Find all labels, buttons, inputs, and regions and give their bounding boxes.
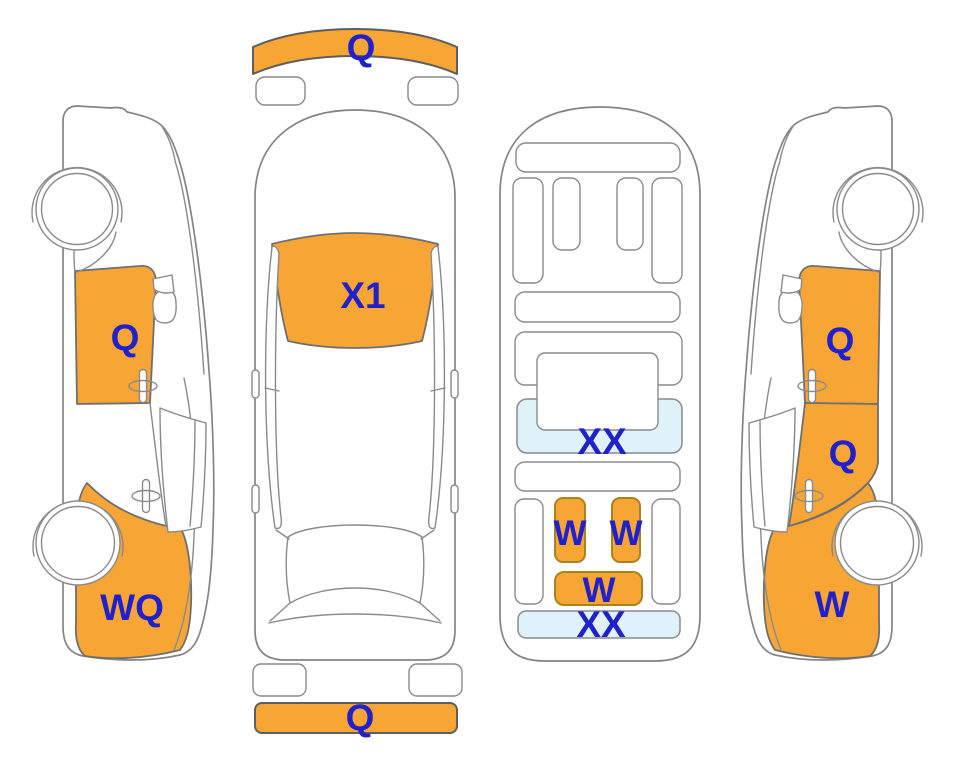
front-seats	[512, 177, 683, 284]
right-rear-door-handle	[794, 478, 824, 514]
front-bumper-damage-zone	[252, 28, 458, 75]
right-door-mirror	[778, 289, 803, 324]
right-rear-wheel	[834, 500, 920, 586]
damage-code-right-front-door: Q	[826, 320, 855, 361]
left-panel-lines	[31, 124, 205, 651]
right-front-wheel	[836, 167, 920, 251]
damage-code-seat-cushion: W	[582, 571, 615, 610]
windshield-damage-zone	[271, 232, 439, 349]
headlight-left	[255, 76, 306, 106]
damage-code-front-floor: XX	[577, 421, 627, 462]
left-rear-wheel	[35, 500, 121, 586]
right-side-view: Q Q W	[740, 105, 924, 661]
headlight-right	[407, 76, 459, 106]
rear-seatback-right-damage-zone	[611, 497, 641, 563]
door-handle-marks	[251, 369, 459, 514]
damage-code-rear-floor: XX	[576, 604, 626, 645]
left-front-door-handle	[128, 368, 158, 404]
right-rear-window	[748, 407, 796, 533]
left-door-mirror	[152, 289, 177, 324]
damage-code-windshield: X1	[340, 275, 385, 316]
interior-view: XX W W W XX	[499, 106, 701, 662]
console-panel	[536, 352, 659, 431]
mid-crossmember	[514, 461, 681, 492]
right-front-door-damage-zone	[798, 265, 881, 405]
damage-code-front-bumper: Q	[347, 27, 376, 68]
damage-code-seatback-right: W	[609, 514, 642, 553]
damage-code-right-rear-door: Q	[829, 433, 858, 474]
right-rear-window-divider	[759, 420, 766, 527]
damage-code-rear-bumper: Q	[346, 697, 375, 738]
top-view: Q X1 Q	[251, 27, 463, 738]
left-rear-door-handle	[131, 478, 161, 514]
damage-code-seatback-left: W	[553, 514, 586, 553]
rear-seatback-left-damage-zone	[554, 497, 586, 563]
rear-side-trim	[514, 498, 681, 605]
taillight-right	[408, 663, 463, 697]
rear-floor-damage-zone	[517, 610, 681, 639]
rear-seat-cushion-damage-zone	[554, 571, 643, 606]
left-front-wheel	[35, 167, 119, 251]
top-panel-lines	[264, 245, 446, 624]
damage-code-left-front-door: Q	[111, 317, 140, 358]
dashboard	[515, 142, 681, 173]
right-quarter-glass	[780, 274, 803, 294]
right-panel-lines	[750, 124, 924, 651]
rear-bumper-damage-zone	[254, 702, 458, 734]
damage-code-left-rear-quarter: WQ	[100, 587, 164, 628]
left-rear-window-divider	[189, 420, 196, 527]
left-quarter-glass	[152, 274, 175, 294]
left-front-door-damage-zone	[74, 265, 157, 405]
center-crossmember	[514, 291, 681, 323]
left-rear-window	[159, 407, 207, 533]
right-front-door-handle	[797, 368, 827, 404]
damage-code-right-rear-quarter: W	[815, 584, 850, 625]
taillight-left	[252, 663, 307, 697]
left-side-view: Q WQ	[31, 105, 215, 661]
